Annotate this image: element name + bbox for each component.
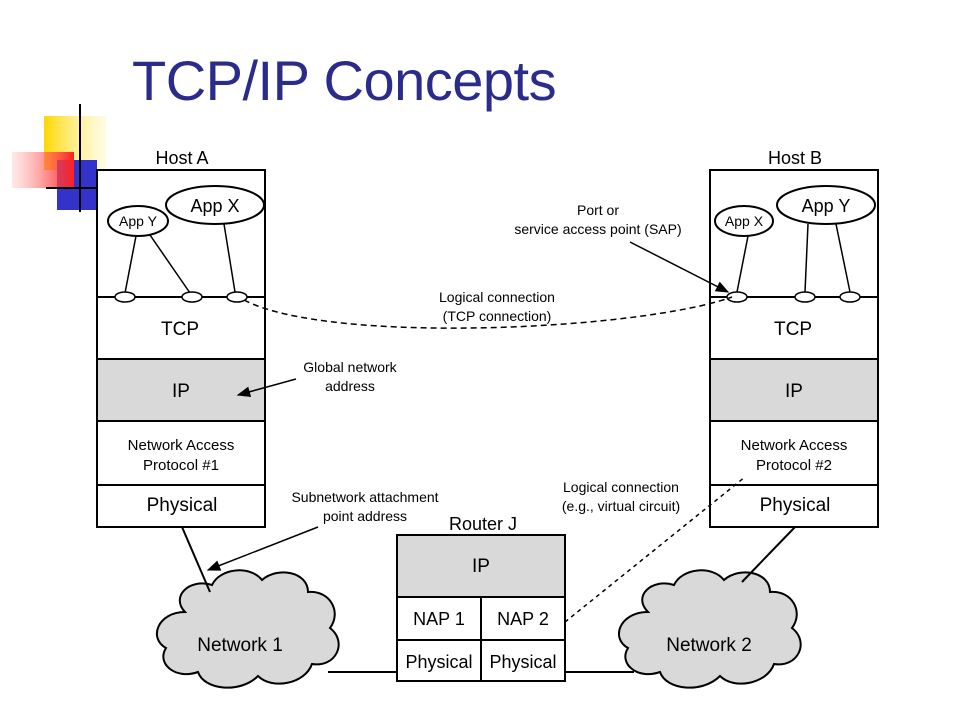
host-b-app-y <box>776 185 876 225</box>
annotation-logical-tcp-line-2: (TCP connection) <box>443 308 552 324</box>
network-2-label: Network 2 <box>666 635 752 656</box>
host-b-port-1 <box>726 291 748 303</box>
host-a-ip-label: IP <box>172 381 190 402</box>
host-b-nap-label-1: Network Access <box>741 437 848 454</box>
host-a-box <box>96 169 266 528</box>
host-a: Host A App Y App X TCP IP Network Access… <box>96 148 266 528</box>
host-b-to-network-2-link <box>741 526 796 583</box>
annotation-subnet-line-2: point address <box>323 508 407 524</box>
host-b-port-2 <box>794 291 816 303</box>
network-1-label: Network 1 <box>197 635 283 656</box>
host-b-port-3 <box>839 291 861 303</box>
host-b-app-y-label: App Y <box>802 196 851 216</box>
router-label: Router J <box>449 514 517 534</box>
annotation-logical-vc-line-1: Logical connection <box>563 479 679 495</box>
router-ip-label: IP <box>472 556 490 577</box>
router-nap2-label: NAP 2 <box>497 609 549 629</box>
logical-tcp-connection <box>243 296 733 329</box>
host-a-app-x-label: App X <box>190 196 239 216</box>
host-b-label: Host B <box>768 148 822 168</box>
annotation-subnet-line-1: Subnetwork attachment <box>291 489 438 505</box>
port-arrow <box>629 241 730 293</box>
annotation-global-line-2: address <box>325 378 375 394</box>
annotation-port-line-2: service access point (SAP) <box>514 221 681 237</box>
host-b-ip-label: IP <box>785 381 803 402</box>
host-a-port-3 <box>226 291 248 303</box>
annotation-global-line-1: Global network <box>303 359 397 375</box>
network-2-cloud: Network 2 <box>617 569 802 689</box>
deco-red-bar <box>12 152 74 188</box>
host-b-tcp-label: TCP <box>774 319 812 340</box>
subnet-address-arrow <box>206 526 319 571</box>
router-nap1-label: NAP 1 <box>413 609 465 629</box>
host-a-port-1 <box>114 291 136 303</box>
host-a-app-x <box>165 185 265 225</box>
host-a-app-y-label: App Y <box>119 213 158 229</box>
host-a-to-network-1-link <box>181 526 211 593</box>
host-b-physical-label: Physical <box>760 495 831 516</box>
host-a-nap-label-1: Network Access <box>128 437 235 454</box>
host-b-app-x-label: App X <box>725 213 764 229</box>
host-a-app-y <box>107 205 169 237</box>
router-physical-1-label: Physical <box>405 652 472 672</box>
global-address-arrow <box>236 378 297 397</box>
router-ip-layer <box>396 534 566 598</box>
logical-virtual-circuit <box>564 476 746 623</box>
host-b-ip-layer <box>709 358 879 422</box>
host-a-nap-label-2: Protocol #1 <box>143 457 219 474</box>
host-a-label: Host A <box>155 148 208 168</box>
router-j: Router J IP NAP 1 NAP 2 Physical Physica… <box>396 514 566 682</box>
host-b-app-x <box>714 205 774 237</box>
slide-decoration <box>12 104 106 212</box>
host-a-physical-label: Physical <box>147 495 218 516</box>
network-1-cloud: Network 1 <box>155 569 340 689</box>
annotation-logical-tcp-line-1: Logical connection <box>439 289 555 305</box>
host-a-port-2 <box>181 291 203 303</box>
host-a-tcp-label: TCP <box>161 319 199 340</box>
host-b-nap-label-2: Protocol #2 <box>756 457 832 474</box>
host-b: Host B App X App Y TCP IP Network Access… <box>709 148 879 528</box>
router-physical-2-label: Physical <box>489 652 556 672</box>
slide-title: TCP/IP Concepts <box>132 49 557 112</box>
annotation-logical-vc-line-2: (e.g., virtual circuit) <box>562 498 680 514</box>
annotation-port-line-1: Port or <box>577 202 619 218</box>
